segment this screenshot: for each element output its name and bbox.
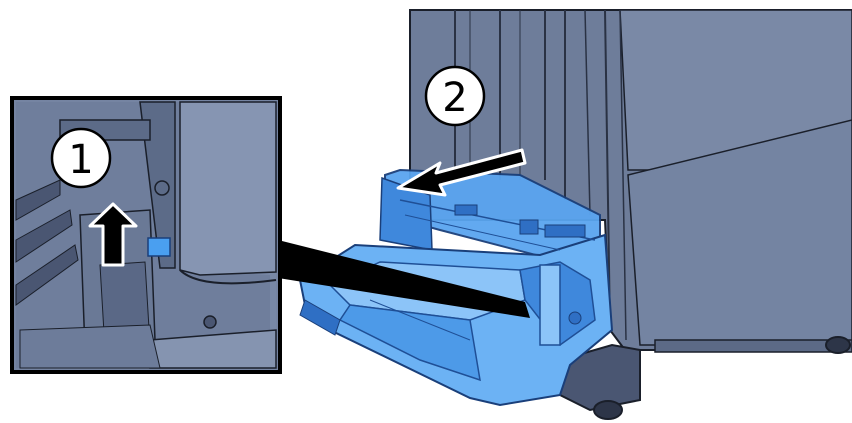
step-number-1: 1 [68, 137, 93, 183]
step-number-2: 2 [442, 75, 467, 121]
arrow-left-icon [396, 148, 527, 197]
arrow-up-icon [88, 202, 138, 267]
step-badge-1: 1 [50, 127, 112, 189]
finisher-unit [409, 9, 852, 420]
step-badge-2: 2 [424, 65, 486, 127]
callout-pointer [278, 240, 530, 318]
detail-inset [10, 96, 282, 374]
